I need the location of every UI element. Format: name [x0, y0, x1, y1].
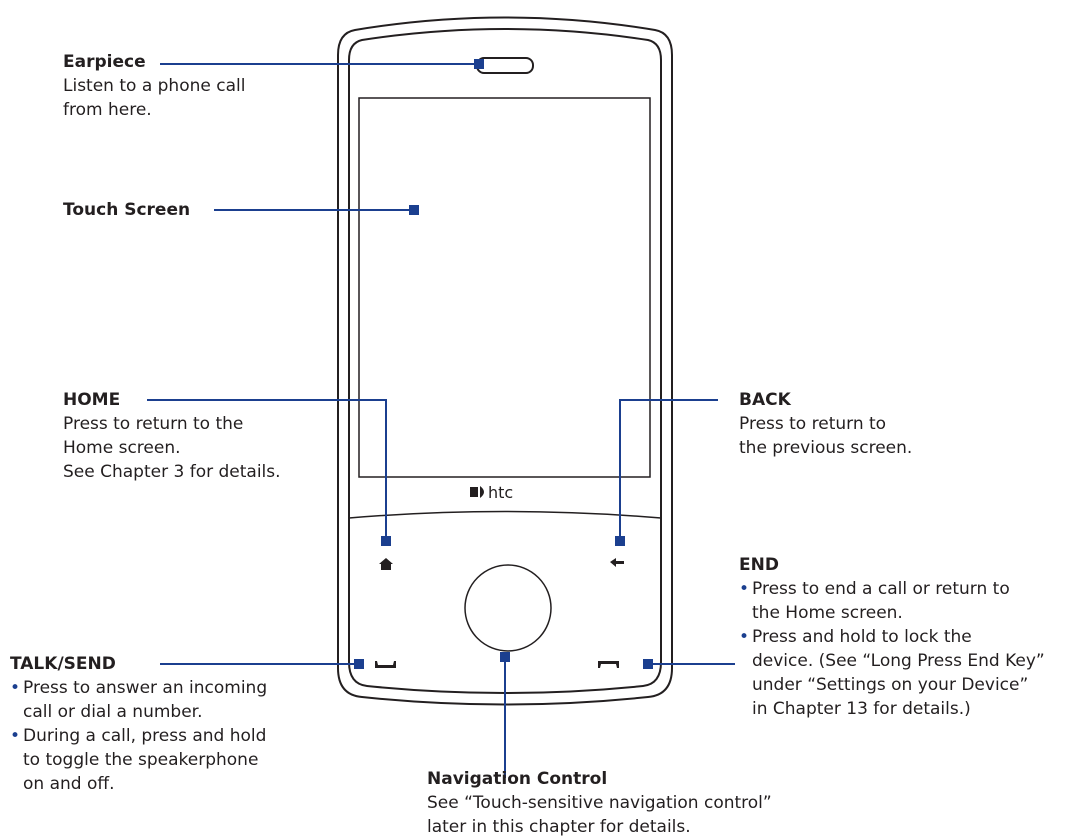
htc-logo-text: htc	[488, 483, 513, 502]
talk-send-bullet-line: on and off.	[23, 774, 115, 794]
bullet-dot: •	[10, 678, 21, 698]
end-bullet-line: under “Settings on your Device”	[752, 675, 1029, 695]
talk-send-bullet-item: • During a call, press and hold to toggl…	[10, 724, 267, 796]
navigation-desc-line: See “Touch-sensitive navigation control”	[427, 793, 772, 813]
end-marker	[643, 659, 653, 669]
end-bullet-item: • Press and hold to lock the device. (Se…	[739, 625, 1045, 721]
end-key-icon[interactable]	[598, 661, 619, 668]
talk-send-bullet-line: Press to answer an incoming	[23, 678, 268, 698]
talk-send-bullet-line: to toggle the speakerphone	[23, 750, 259, 770]
navigation-callout: Navigation Control See “Touch-sensitive …	[427, 767, 772, 839]
talk-send-key-icon[interactable]	[375, 661, 396, 668]
navigation-marker	[500, 652, 510, 662]
phone-body	[337, 16, 673, 706]
end-bullet-list: • Press to end a call or return to the H…	[739, 577, 1045, 721]
talk-send-bullet-line: call or dial a number.	[23, 702, 203, 722]
touch-screen-callout: Touch Screen	[63, 198, 190, 222]
home-marker	[381, 536, 391, 546]
end-bullet-line: the Home screen.	[752, 603, 903, 623]
back-desc-line: the previous screen.	[739, 438, 913, 458]
back-title: BACK	[739, 390, 791, 410]
back-desc-line: Press to return to	[739, 414, 887, 434]
earpiece-marker	[474, 59, 484, 69]
back-leader	[619, 399, 718, 542]
phone-outer-outline	[337, 16, 673, 706]
end-bullet-line: in Chapter 13 for details.)	[752, 699, 971, 719]
bullet-dot: •	[739, 579, 750, 599]
home-desc-line: Home screen.	[63, 438, 181, 458]
touch-screen-area	[358, 97, 651, 478]
navigation-desc-line: later in this chapter for details.	[427, 817, 691, 837]
back-callout: BACK Press to return to the previous scr…	[739, 388, 912, 460]
home-leader	[147, 399, 387, 542]
phone-inner-outline	[348, 28, 662, 694]
home-desc-line: See Chapter 3 for details.	[63, 462, 281, 482]
home-title: HOME	[63, 390, 121, 410]
talk-send-bullet-line: During a call, press and hold	[23, 726, 267, 746]
end-bullet-line: Press and hold to lock the	[752, 627, 972, 647]
talk-send-bullet-item: • Press to answer an incoming call or di…	[10, 676, 267, 724]
keypad-separator	[348, 510, 662, 519]
home-key-icon[interactable]	[379, 558, 393, 570]
earpiece-title: Earpiece	[63, 52, 146, 72]
touch-screen-title: Touch Screen	[63, 200, 191, 220]
leader-markers	[354, 59, 653, 669]
end-callout: END • Press to end a call or return to t…	[739, 553, 1045, 721]
home-desc-line: Press to return to the	[63, 414, 244, 434]
bullet-dot: •	[10, 726, 21, 746]
leader-lines	[147, 63, 735, 778]
end-bullet-line: Press to end a call or return to	[752, 579, 1010, 599]
touch-screen-marker	[409, 205, 419, 215]
earpiece-desc-line: Listen to a phone call	[63, 76, 246, 96]
end-title: END	[739, 555, 779, 575]
talk-send-bullet-list: • Press to answer an incoming call or di…	[10, 676, 267, 796]
earpiece-slot	[476, 57, 534, 74]
earpiece-callout: Earpiece Listen to a phone call from her…	[63, 50, 245, 122]
htc-logo: htc	[470, 483, 513, 502]
talk-send-title: TALK/SEND	[10, 654, 116, 674]
talk-send-marker	[354, 659, 364, 669]
navigation-wheel	[464, 564, 552, 652]
htc-logo-mark	[470, 486, 484, 498]
back-marker	[615, 536, 625, 546]
talk-send-callout: TALK/SEND • Press to answer an incoming …	[10, 652, 267, 796]
back-key-icon[interactable]	[610, 558, 624, 567]
navigation-title: Navigation Control	[427, 769, 608, 789]
earpiece-desc-line: from here.	[63, 100, 152, 120]
end-bullet-line: device. (See “Long Press End Key”	[752, 651, 1045, 671]
end-bullet-item: • Press to end a call or return to the H…	[739, 577, 1045, 625]
home-callout: HOME Press to return to the Home screen.…	[63, 388, 281, 484]
bullet-dot: •	[739, 627, 750, 647]
